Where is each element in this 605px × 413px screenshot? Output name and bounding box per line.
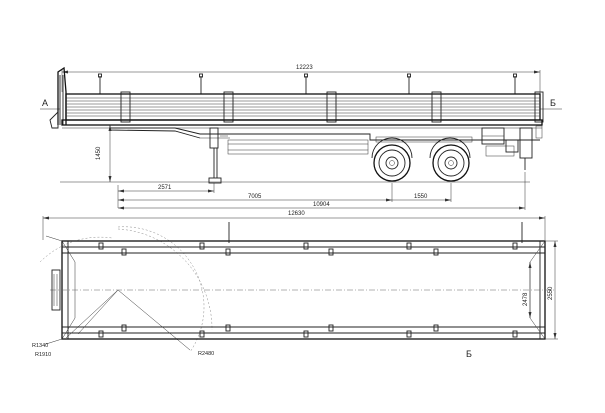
side-boards <box>65 91 544 123</box>
dim-text-2550: 2550 <box>548 286 554 300</box>
dim-text-12223: 12223 <box>296 65 313 71</box>
dim-outer-width: 2550 <box>545 240 558 340</box>
wheel-front <box>373 144 411 182</box>
top-view: 12630 <box>32 211 558 359</box>
wheel-rear <box>432 144 470 182</box>
headboard <box>49 66 67 129</box>
section-marker-b-top: Б <box>466 349 472 359</box>
radius-label-r1340: R1340 <box>32 343 48 349</box>
dim-10904: 10904 <box>118 172 526 210</box>
dim-overall-length-side: 12223 <box>61 65 541 100</box>
platform-outline <box>50 240 555 340</box>
dim-height: 1450 <box>96 125 112 182</box>
chassis <box>109 125 540 155</box>
rear-equipment <box>481 125 543 170</box>
radius-label-r2480: R2480 <box>198 351 214 357</box>
dim-text-2478: 2478 <box>523 292 529 306</box>
stake-pockets <box>98 222 523 338</box>
dim-text-2571: 2571 <box>158 185 172 191</box>
dim-text-1450: 1450 <box>96 146 102 160</box>
dim-inner-width: 2478 <box>523 262 532 318</box>
section-marker-a: А <box>42 98 48 108</box>
dim-text-7005: 7005 <box>248 194 262 200</box>
stakes <box>98 73 517 94</box>
dim-7005: 7005 1550 <box>118 183 452 202</box>
dim-overall-length-top: 12630 <box>42 211 546 240</box>
headboard-top <box>45 235 63 345</box>
dim-2571: 2571 <box>117 183 215 208</box>
dim-text-1550: 1550 <box>414 194 428 200</box>
axle-group <box>371 136 473 182</box>
radius-label-r1910: R1910 <box>35 352 51 358</box>
section-marker-b-side: Б <box>550 98 556 108</box>
dim-text-12630: 12630 <box>288 211 305 217</box>
side-view: 12223 А Б <box>40 65 562 210</box>
landing-gear <box>208 127 228 184</box>
dim-text-10904: 10904 <box>313 202 330 208</box>
